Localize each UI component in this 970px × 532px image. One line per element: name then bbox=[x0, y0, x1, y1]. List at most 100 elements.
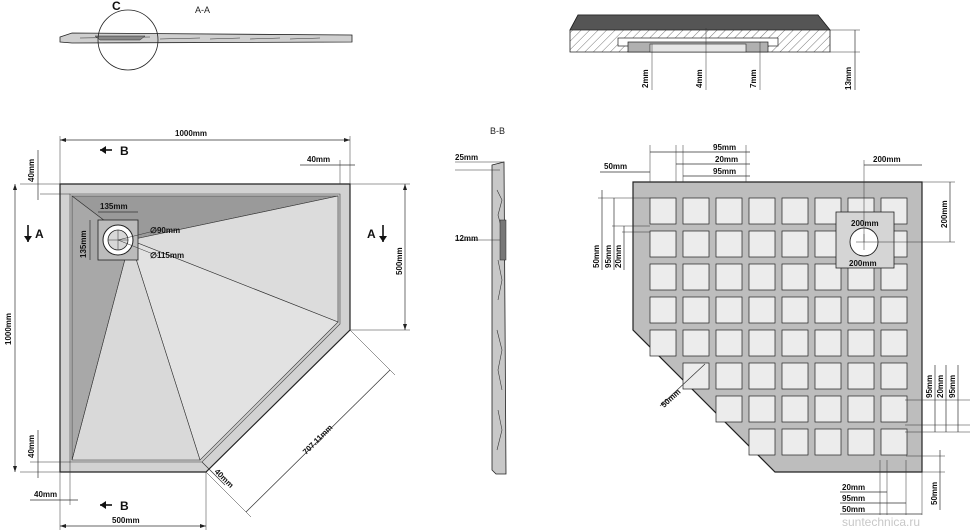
grid-top-95b: 95mm bbox=[713, 167, 736, 176]
watermark: suntechnica.ru bbox=[842, 515, 920, 529]
grid-cell bbox=[880, 296, 908, 324]
grid-cell bbox=[847, 428, 875, 456]
dim-diagonal: 707.11mm bbox=[301, 423, 334, 456]
grid-cell bbox=[748, 230, 776, 258]
grid-cell bbox=[715, 395, 743, 423]
grid-cell bbox=[682, 263, 710, 291]
grid-cell bbox=[682, 362, 710, 390]
grid-cell bbox=[748, 329, 776, 357]
grid-cell bbox=[748, 395, 776, 423]
grid-cell bbox=[682, 296, 710, 324]
detail-dim-2mm: 2mm bbox=[641, 69, 650, 88]
grid-cell bbox=[847, 395, 875, 423]
grid-top-50: 50mm bbox=[604, 162, 627, 171]
grid-drain-top: 200mm bbox=[851, 219, 879, 228]
dim-drain-width: 135mm bbox=[100, 202, 128, 211]
section-b-b: B-B 25mm 12mm bbox=[455, 126, 507, 475]
dim-width-top: 1000mm bbox=[175, 129, 207, 138]
grid-cell bbox=[781, 296, 809, 324]
grid-top-20: 20mm bbox=[715, 155, 738, 164]
grid-diag-50: 50mm bbox=[659, 387, 682, 409]
bb-dim-25mm: 25mm bbox=[455, 153, 478, 162]
grid-cell bbox=[715, 230, 743, 258]
section-a-left: A bbox=[35, 227, 44, 241]
grid-cell bbox=[715, 296, 743, 324]
grid-cell bbox=[715, 329, 743, 357]
dim-outer-diameter: ∅115mm bbox=[150, 251, 184, 260]
detail-dim-4mm: 4mm bbox=[695, 69, 704, 88]
grid-cell bbox=[649, 230, 677, 258]
dim-right-height: 500mm bbox=[395, 247, 404, 275]
grid-cell bbox=[715, 197, 743, 225]
grid-cell bbox=[748, 263, 776, 291]
dim-bottom-left: 40mm bbox=[34, 490, 57, 499]
grid-bottom-95: 95mm bbox=[842, 494, 865, 503]
grid-cell bbox=[814, 428, 842, 456]
grid-left-20: 20mm bbox=[614, 245, 623, 268]
dim-inner-diameter: ∅90mm bbox=[150, 226, 180, 235]
top-view: 1000mm 40mm 40mm 1000mm 135mm 135mm ∅90m… bbox=[4, 129, 410, 530]
grid-cell bbox=[814, 296, 842, 324]
grid-cell bbox=[715, 362, 743, 390]
dim-left-top: 40mm bbox=[27, 159, 36, 182]
grid-top-95a: 95mm bbox=[713, 143, 736, 152]
detail-dim-7mm: 7mm bbox=[749, 69, 758, 88]
section-a-right: A bbox=[367, 227, 376, 241]
grid-left-95: 95mm bbox=[604, 245, 613, 268]
grid-cell bbox=[649, 329, 677, 357]
grid-bottom-20: 20mm bbox=[842, 483, 865, 492]
grid-cell bbox=[880, 395, 908, 423]
grid-cell bbox=[748, 362, 776, 390]
grid-cell bbox=[781, 395, 809, 423]
grid-cell bbox=[748, 428, 776, 456]
grid-cell bbox=[880, 362, 908, 390]
grid-cell bbox=[781, 230, 809, 258]
grid-cell bbox=[847, 296, 875, 324]
grid-cell bbox=[649, 296, 677, 324]
grid-cell bbox=[649, 197, 677, 225]
section-b-bottom: B bbox=[120, 499, 129, 513]
grid-view: 200mm 200mm 95mm 20mm 95mm 50mm 200mm 20… bbox=[592, 143, 970, 515]
grid-right-200: 200mm bbox=[940, 200, 949, 228]
grid-cell bbox=[748, 296, 776, 324]
grid-cell bbox=[814, 329, 842, 357]
grid-cell bbox=[715, 263, 743, 291]
dim-drain-height: 135mm bbox=[79, 230, 88, 258]
dim-right-offset: 40mm bbox=[307, 155, 330, 164]
grid-cell bbox=[781, 329, 809, 357]
grid-right-95b: 95mm bbox=[948, 375, 957, 398]
grid-cell bbox=[682, 329, 710, 357]
grid-cell bbox=[880, 428, 908, 456]
grid-cell bbox=[649, 263, 677, 291]
dim-diagonal-offset: 40mm bbox=[213, 467, 236, 490]
grid-left-50: 50mm bbox=[592, 245, 601, 268]
section-b-top: B bbox=[120, 144, 129, 158]
section-a-a: C A-A bbox=[59, 0, 353, 71]
detail-dim-13mm: 13mm bbox=[844, 67, 853, 90]
grid-cell bbox=[814, 395, 842, 423]
bb-dim-12mm: 12mm bbox=[455, 234, 478, 243]
grid-cells bbox=[649, 197, 908, 456]
dim-bottom-width: 500mm bbox=[112, 516, 140, 525]
grid-cell bbox=[814, 362, 842, 390]
grid-cell bbox=[748, 197, 776, 225]
grid-bottom-right-50: 50mm bbox=[930, 482, 939, 505]
detail-c: 2mm 4mm 7mm 13mm bbox=[569, 14, 860, 90]
dim-left-bottom: 40mm bbox=[27, 435, 36, 458]
detail-c-circle bbox=[97, 9, 159, 71]
grid-bottom-50: 50mm bbox=[842, 505, 865, 514]
grid-cell bbox=[847, 362, 875, 390]
grid-cell bbox=[781, 428, 809, 456]
section-bb-title: B-B bbox=[490, 126, 505, 136]
grid-cell bbox=[682, 197, 710, 225]
grid-cell bbox=[781, 197, 809, 225]
grid-top-200: 200mm bbox=[873, 155, 901, 164]
grid-drain-bottom: 200mm bbox=[849, 259, 877, 268]
grid-cell bbox=[880, 329, 908, 357]
grid-right-95a: 95mm bbox=[925, 375, 934, 398]
grid-cell bbox=[682, 230, 710, 258]
grid-right-20: 20mm bbox=[936, 375, 945, 398]
grid-cell bbox=[781, 263, 809, 291]
section-aa-title: A-A bbox=[195, 5, 210, 15]
dim-left-height: 1000mm bbox=[4, 313, 13, 345]
